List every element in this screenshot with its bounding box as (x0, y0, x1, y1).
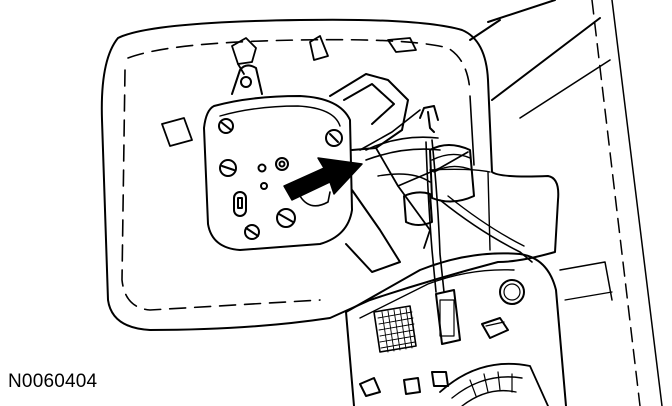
clip-top-right (387, 37, 417, 53)
screw-top-left (218, 118, 234, 134)
pivot-boss (499, 279, 525, 305)
screw-center (275, 157, 289, 171)
figure-reference-code: N0060404 (8, 371, 98, 392)
arrow-shaft (283, 157, 363, 201)
heater-grid (373, 305, 417, 353)
housing-clips (161, 35, 417, 147)
screw-bottom-left (244, 224, 260, 240)
glass-retainer-plate (203, 64, 353, 251)
mirror-glass-panel (345, 252, 567, 406)
housing-inner-dashed (127, 38, 471, 93)
clip-top-mid (309, 35, 329, 61)
screw-left (219, 159, 237, 177)
vehicle-door-lines (469, 0, 663, 406)
mirror-motor-assembly (329, 73, 533, 293)
clip-top-left (231, 37, 257, 65)
screw-lower-center (276, 208, 296, 228)
screw-top-right (325, 129, 343, 147)
housing-outer (100, 18, 560, 331)
clip-left (161, 117, 193, 147)
removal-direction-arrow (283, 157, 363, 201)
